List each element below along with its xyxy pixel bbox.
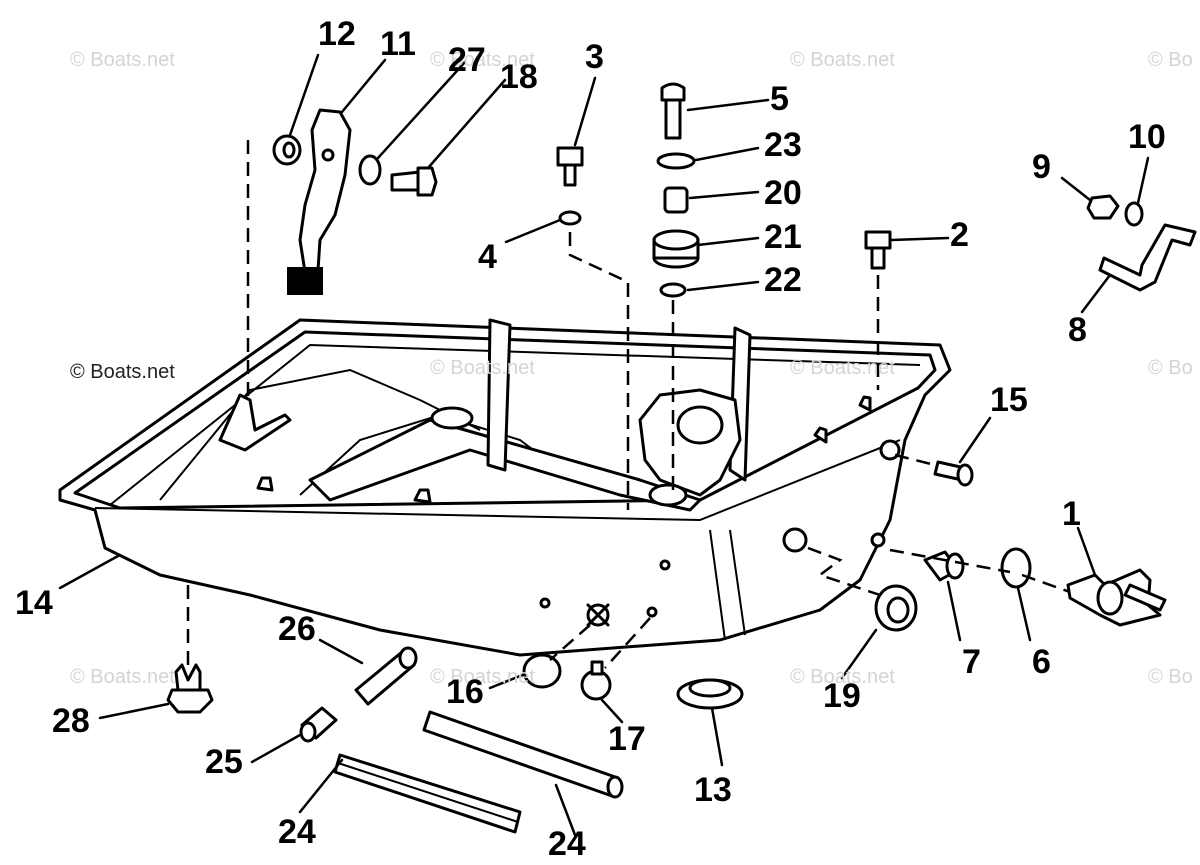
callout-14: 14 [15, 584, 53, 622]
align-line-washer4 [568, 232, 630, 510]
align-line-bushing15 [894, 453, 936, 467]
callout-24b: 24 [548, 825, 586, 863]
bolt-5 [660, 82, 686, 140]
screw-3 [556, 146, 584, 187]
shift-rod-8 [1098, 223, 1197, 292]
plug-16 [522, 653, 562, 689]
callout-9: 9 [1032, 148, 1051, 186]
screw-18 [390, 166, 438, 197]
callout-13: 13 [694, 771, 732, 809]
align-line-fitting2 [1021, 573, 1071, 594]
grommet-12-hole [282, 141, 296, 159]
callout-26: 26 [278, 610, 316, 648]
callout-22: 22 [764, 261, 802, 299]
seal-24b [422, 710, 624, 799]
washer-22 [659, 282, 687, 298]
align-line-grommet19 [807, 546, 881, 597]
washer-4 [558, 210, 582, 226]
washer-6 [1000, 547, 1032, 589]
watermark: © Boats.net [430, 357, 535, 379]
callout-17: 17 [608, 720, 646, 758]
grommet-13 [676, 678, 744, 710]
watermark: © Boats.net [790, 49, 895, 71]
hose-26 [354, 646, 418, 706]
shift-lever-bracket [287, 108, 352, 295]
plug-17 [580, 660, 612, 701]
watermark: © Bo [1148, 357, 1193, 379]
nut-9 [1086, 194, 1120, 220]
watermark: © Bo [1148, 666, 1193, 688]
seal-24a [333, 753, 522, 834]
spacer-20 [663, 186, 689, 214]
callout-12: 12 [318, 15, 356, 53]
callout-25: 25 [205, 743, 243, 781]
callout-1: 1 [1062, 495, 1081, 533]
callout-11: 11 [380, 25, 416, 63]
align-line-plug16 [549, 624, 591, 661]
mount-21 [652, 229, 700, 269]
washer-23 [656, 152, 696, 170]
callout-4: 4 [478, 238, 497, 276]
callout-2: 2 [950, 216, 969, 254]
callout-24a: 24 [278, 813, 316, 851]
washer-10 [1124, 201, 1144, 227]
watermark: © Boats.net [790, 357, 895, 379]
watermark: © Boats.net [430, 49, 535, 71]
bushing-15-end [956, 463, 974, 487]
watermark: © Boats.net [70, 361, 175, 383]
callout-21: 21 [764, 218, 802, 256]
watermark: © Boats.net [70, 49, 175, 71]
callout-19: 19 [823, 677, 861, 715]
callout-23: 23 [764, 126, 802, 164]
lower-motor-cover [58, 318, 952, 657]
callout-18: 18 [500, 58, 538, 96]
washer-27 [358, 154, 382, 186]
watermark: © Boats.net [430, 666, 535, 688]
callout-10: 10 [1128, 118, 1166, 156]
fuel-connector-1 [1066, 568, 1167, 627]
callout-15: 15 [990, 381, 1028, 419]
grommet-19 [874, 584, 918, 632]
align-line-plug17 [604, 617, 651, 669]
retainer-28 [166, 663, 214, 714]
align-line-fitting [889, 548, 1011, 574]
callout-20: 20 [764, 174, 802, 212]
fitting-7 [923, 550, 965, 582]
watermark: © Boats.net [70, 666, 175, 688]
callout-16: 16 [446, 673, 484, 711]
callout-5: 5 [770, 80, 789, 118]
callout-6: 6 [1032, 643, 1051, 681]
hose-25 [299, 706, 338, 743]
screw-2 [864, 230, 892, 270]
callout-7: 7 [962, 643, 981, 681]
callout-28: 28 [52, 702, 90, 740]
leader-lines [58, 53, 1150, 837]
watermark: © Boats.net [790, 666, 895, 688]
callout-3: 3 [585, 38, 604, 76]
callout-8: 8 [1068, 311, 1087, 349]
callout-27: 27 [448, 41, 486, 79]
watermark: © Bo [1148, 49, 1193, 71]
